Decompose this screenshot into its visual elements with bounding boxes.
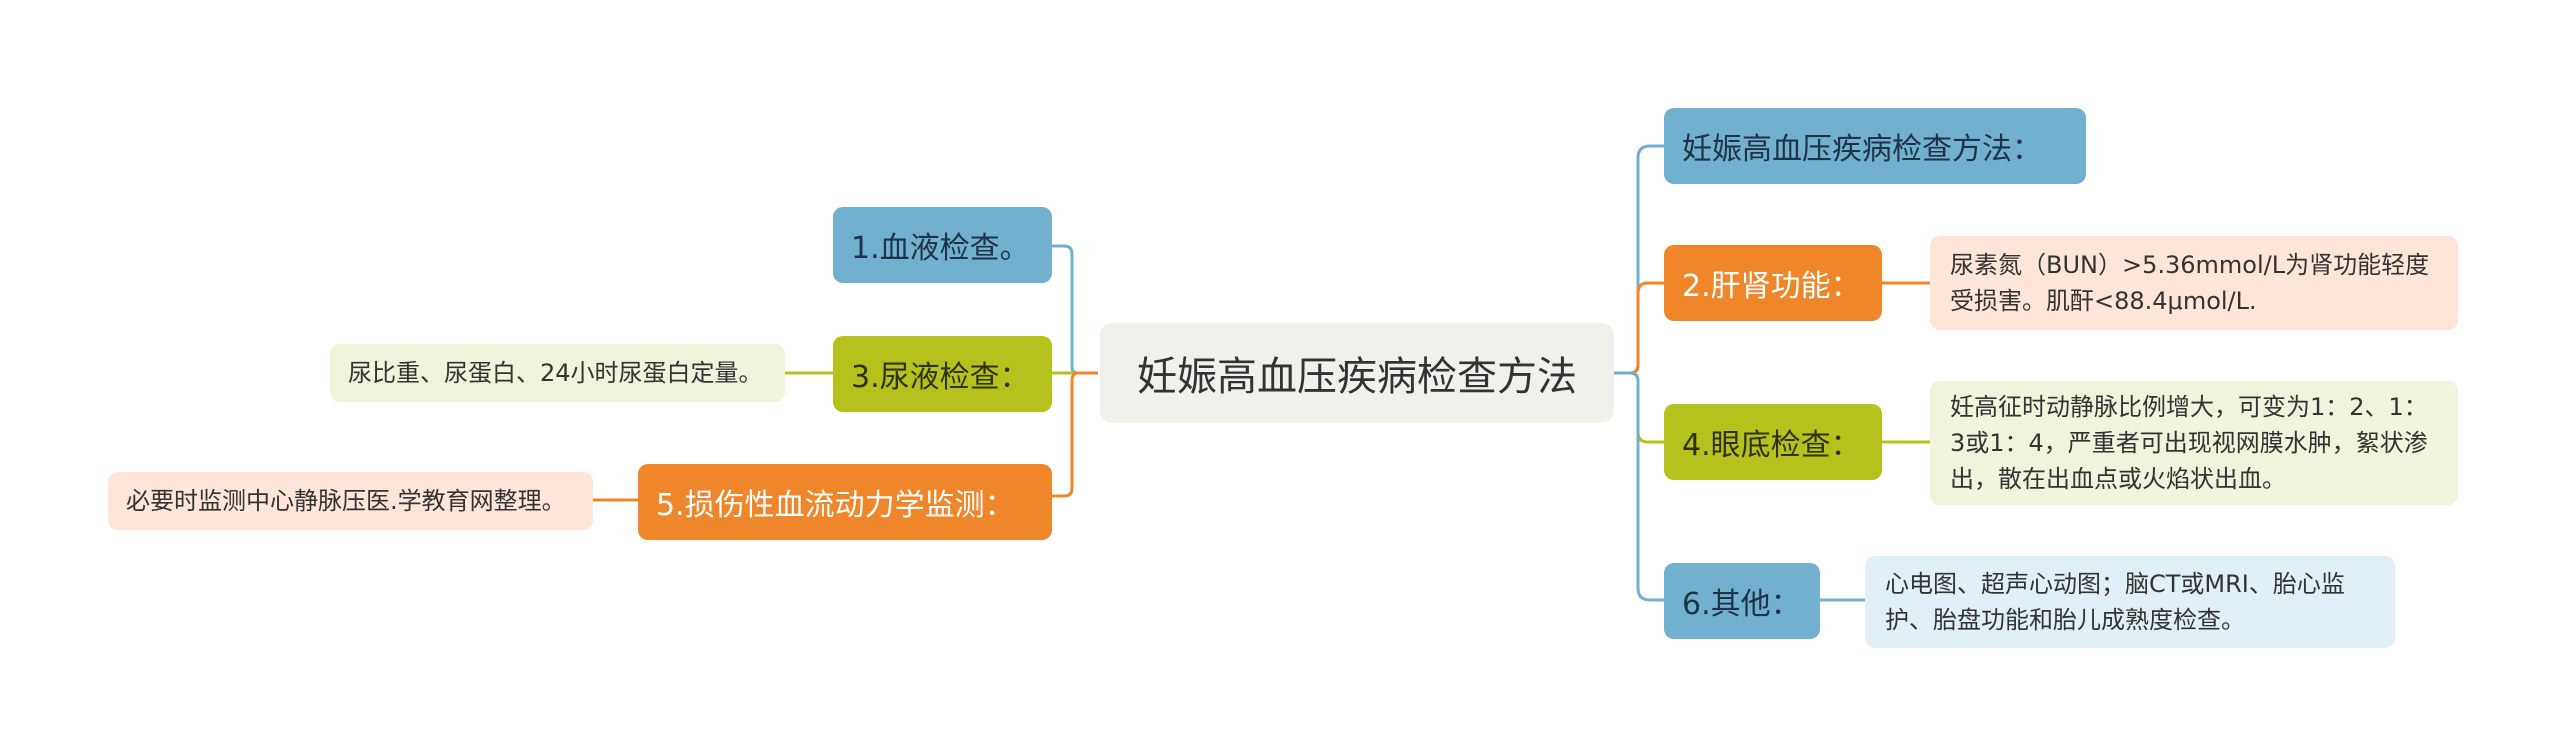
connector-center-right-6 — [1614, 371, 1664, 602]
detail-text: 尿素氮（BUN）>5.36mmol/L为肾功能轻度受损害。肌酐<88.4μmol… — [1950, 251, 2430, 315]
connector-center-left-1 — [1052, 244, 1098, 375]
branch-label: 2.肝肾功能： — [1682, 269, 1861, 304]
connector-center-left-5 — [1052, 371, 1098, 498]
central-topic-label: 妊娠高血压疾病检查方法 — [1137, 354, 1577, 400]
branch-label: 4.眼底检查： — [1682, 428, 1861, 463]
detail-hemodynamic-monitoring[interactable]: 必要时监测中心静脉压医.学教育网整理。 — [108, 472, 593, 530]
connector-center-right-2 — [1614, 281, 1664, 375]
branch-label: 妊娠高血压疾病检查方法： — [1682, 132, 2042, 167]
central-topic[interactable]: 妊娠高血压疾病检查方法 — [1100, 323, 1614, 423]
detail-text: 心电图、超声心动图；脑CT或MRI、胎心监护、胎盘功能和胎儿成熟度检查。 — [1885, 570, 2345, 634]
branch-exam-methods[interactable]: 妊娠高血压疾病检查方法： — [1664, 108, 2086, 184]
branch-hemodynamic-monitoring[interactable]: 5.损伤性血流动力学监测： — [638, 464, 1052, 540]
branch-label: 3.尿液检查： — [851, 360, 1030, 395]
detail-urine-test[interactable]: 尿比重、尿蛋白、24小时尿蛋白定量。 — [330, 344, 785, 402]
detail-text: 必要时监测中心静脉压医.学教育网整理。 — [126, 487, 566, 515]
branch-other[interactable]: 6.其他： — [1664, 563, 1820, 639]
branch-fundus-exam[interactable]: 4.眼底检查： — [1664, 404, 1882, 480]
branch-urine-test[interactable]: 3.尿液检查： — [833, 336, 1052, 412]
detail-other[interactable]: 心电图、超声心动图；脑CT或MRI、胎心监护、胎盘功能和胎儿成熟度检查。 — [1865, 556, 2395, 648]
branch-label: 1.血液检查。 — [851, 231, 1030, 266]
branch-liver-kidney[interactable]: 2.肝肾功能： — [1664, 245, 1882, 321]
detail-text: 尿比重、尿蛋白、24小时尿蛋白定量。 — [348, 359, 763, 387]
detail-fundus-exam[interactable]: 妊高征时动静脉比例增大，可变为1：2、1：3或1：4，严重者可出现视网膜水肿，絮… — [1930, 381, 2458, 505]
branch-label: 5.损伤性血流动力学监测： — [656, 488, 1015, 523]
branch-blood-test[interactable]: 1.血液检查。 — [833, 207, 1052, 283]
detail-text: 妊高征时动静脉比例增大，可变为1：2、1：3或1：4，严重者可出现视网膜水肿，絮… — [1950, 393, 2428, 493]
branch-label: 6.其他： — [1682, 587, 1801, 622]
detail-liver-kidney[interactable]: 尿素氮（BUN）>5.36mmol/L为肾功能轻度受损害。肌酐<88.4μmol… — [1930, 236, 2458, 330]
